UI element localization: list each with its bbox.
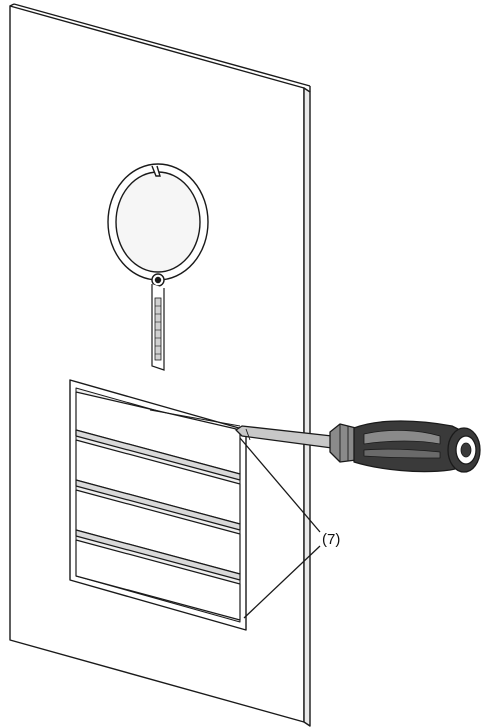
callout-leader-lines xyxy=(239,437,321,619)
round-light-sensor-ring xyxy=(107,163,209,287)
rocker-button-1 xyxy=(75,391,241,475)
rocker-buttons xyxy=(75,391,241,621)
callout-label-7: (7) xyxy=(322,531,340,548)
screwdriver xyxy=(235,420,481,473)
mounting-strip xyxy=(151,284,165,371)
rocker-button-4 xyxy=(75,539,241,621)
